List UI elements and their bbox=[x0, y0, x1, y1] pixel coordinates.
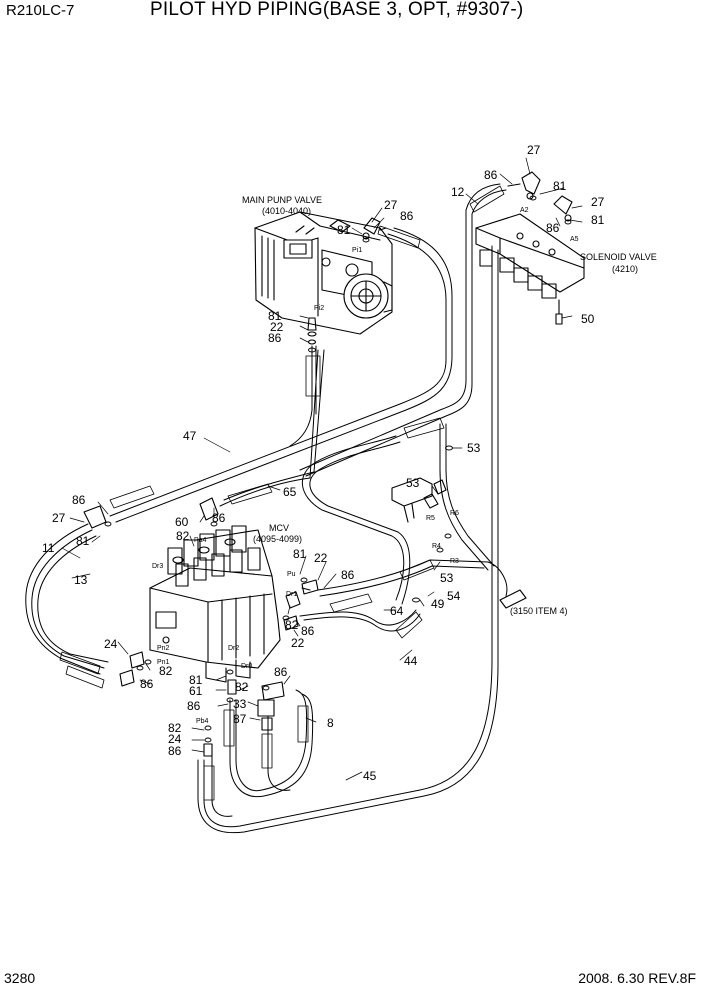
callout-33: 33 bbox=[233, 697, 247, 711]
port-pn2: Pn2 bbox=[157, 645, 170, 652]
callout-86: 86 bbox=[187, 699, 201, 713]
callout-86: 86 bbox=[274, 665, 288, 679]
callout-82: 82 bbox=[168, 721, 182, 735]
callout-81: 81 bbox=[76, 534, 90, 548]
callout-22: 22 bbox=[291, 636, 305, 650]
page-number: 3280 bbox=[4, 970, 36, 986]
callout-81: 81 bbox=[293, 547, 307, 561]
port-dr2: Dr2 bbox=[228, 645, 239, 652]
port-dr3: Dr3 bbox=[152, 563, 163, 570]
callout-86: 86 bbox=[546, 221, 560, 235]
callout-27: 27 bbox=[52, 511, 66, 525]
page-title: PILOT HYD PIPING(BASE 3, OPT, #9307-) bbox=[150, 0, 524, 20]
callout-22: 22 bbox=[270, 320, 284, 334]
callout-53: 53 bbox=[406, 476, 420, 490]
main-pump-valve bbox=[254, 211, 393, 335]
callout-81: 81 bbox=[189, 673, 203, 687]
callout-8: 8 bbox=[327, 716, 334, 730]
callout-64: 64 bbox=[390, 604, 404, 618]
callout-12: 12 bbox=[451, 185, 465, 199]
callout-86: 86 bbox=[140, 677, 154, 691]
main-pump-valve-code: (4010-4040) bbox=[262, 206, 311, 216]
callout-86: 86 bbox=[168, 744, 182, 758]
port-a2: A2 bbox=[520, 207, 529, 214]
callout-50: 50 bbox=[581, 312, 595, 326]
callout-86: 86 bbox=[268, 331, 282, 345]
port-a5: A5 bbox=[570, 236, 579, 243]
callout-86: 86 bbox=[212, 511, 226, 525]
callout-13: 13 bbox=[74, 573, 88, 587]
port-pu: Pu bbox=[287, 571, 296, 578]
solenoid-valve-code: (4210) bbox=[612, 264, 638, 274]
revision-date: 2008. 6.30 REV.8F bbox=[578, 970, 696, 986]
port-r4: R4 bbox=[432, 543, 441, 550]
callout-11: 11 bbox=[42, 541, 55, 555]
callout-27: 27 bbox=[591, 195, 605, 209]
callout-81: 81 bbox=[553, 179, 567, 193]
port-pb4: Pb4 bbox=[196, 718, 209, 725]
port-r3: R3 bbox=[450, 558, 459, 565]
mcv-label: MCV bbox=[269, 523, 289, 533]
port-pi1: Pi1 bbox=[352, 247, 362, 254]
ref-3150-label: (3150 ITEM 4) bbox=[510, 606, 568, 616]
main-pump-valve-label: MAIN PUNP VALVE bbox=[242, 195, 322, 205]
callout-45: 45 bbox=[363, 769, 377, 783]
callout-60: 60 bbox=[175, 515, 189, 529]
callout-54: 54 bbox=[447, 589, 461, 603]
port-r5: R5 bbox=[426, 515, 435, 522]
callout-81: 81 bbox=[337, 223, 351, 237]
port-pa4: Pa4 bbox=[194, 537, 207, 544]
callout-47: 47 bbox=[183, 429, 197, 443]
callout-86: 86 bbox=[341, 568, 355, 582]
mcv-code: (4095-4099) bbox=[253, 534, 302, 544]
callout-53: 53 bbox=[440, 571, 454, 585]
callout-24: 24 bbox=[168, 732, 182, 746]
solenoid-valve bbox=[475, 213, 585, 325]
port-pi2: Pi2 bbox=[314, 305, 324, 312]
callout-82: 82 bbox=[285, 618, 299, 632]
callout-65: 65 bbox=[283, 485, 297, 499]
callout-82: 82 bbox=[159, 664, 173, 678]
callout-44: 44 bbox=[404, 654, 418, 668]
mcv-block bbox=[149, 525, 281, 683]
callout-82: 82 bbox=[176, 529, 190, 543]
callout-82: 82 bbox=[235, 680, 249, 694]
callout-87: 87 bbox=[233, 712, 247, 726]
callout-81: 81 bbox=[591, 213, 605, 227]
callout-27: 27 bbox=[527, 143, 541, 157]
port-dr0: Dr0 bbox=[241, 663, 252, 670]
callout-81: 81 bbox=[268, 309, 282, 323]
model-number: R210LC-7 bbox=[6, 2, 75, 19]
callout-24: 24 bbox=[104, 637, 118, 651]
port-dr1: Dr1 bbox=[286, 591, 297, 598]
callout-22: 22 bbox=[314, 551, 328, 565]
callout-61: 61 bbox=[189, 684, 203, 698]
solenoid-valve-label: SOLENOID VALVE bbox=[580, 252, 657, 262]
port-r6: R6 bbox=[450, 510, 459, 517]
callout-53: 53 bbox=[467, 441, 481, 455]
callout-86: 86 bbox=[400, 209, 414, 223]
callout-86: 86 bbox=[301, 624, 315, 638]
port-pn1: Pn1 bbox=[157, 659, 170, 666]
callout-49: 49 bbox=[431, 597, 445, 611]
callout-86: 86 bbox=[484, 168, 498, 182]
callout-27: 27 bbox=[384, 198, 398, 212]
callout-86: 86 bbox=[72, 493, 86, 507]
